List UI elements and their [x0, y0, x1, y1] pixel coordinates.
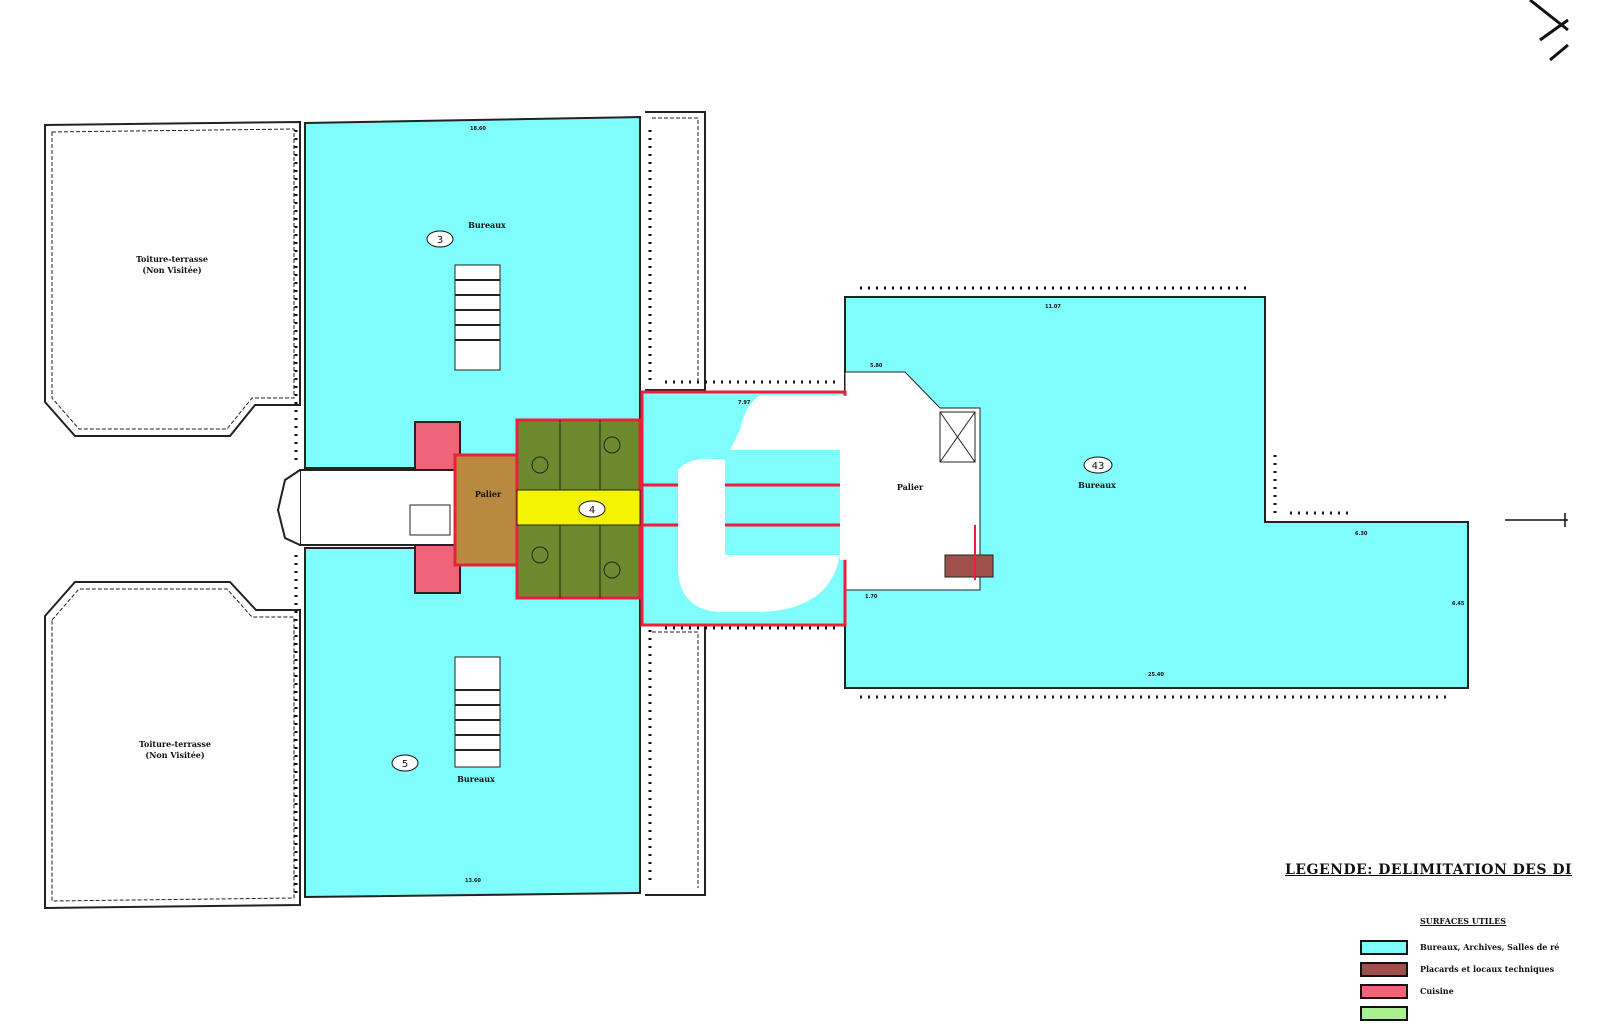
watermark-logo [678, 395, 892, 612]
legend-item-offices: Bureaux, Archives, Salles de ré [1360, 939, 1560, 955]
svg-text:25.40: 25.40 [1148, 672, 1164, 678]
section-arrow-icon [1505, 513, 1568, 527]
legend-swatch [1360, 1005, 1408, 1021]
room-numbers [391, 230, 1113, 772]
legend-item-other [1360, 1005, 1420, 1021]
room-number: 4 [589, 505, 595, 516]
legend-swatch [1360, 983, 1408, 999]
north-arrow-icon [1529, 0, 1569, 62]
office-label: Bureaux [457, 774, 495, 784]
landing-label: Palier [897, 482, 924, 492]
legend-swatch [1360, 939, 1408, 955]
legend-item-kitchen: Cuisine [1360, 983, 1454, 999]
legend-subtitle: SURFACES UTILES [1420, 916, 1507, 926]
svg-text:7.97: 7.97 [738, 400, 751, 406]
room-labels: Bureaux Bureaux Bureaux Palier Palier [457, 220, 1116, 784]
landing-label: Palier [475, 489, 502, 499]
terrace-note: (Non Visitée) [142, 265, 202, 275]
dimension-labels: 18.60 13.60 7.97 11.07 25.40 6.30 6.45 5… [465, 126, 1465, 884]
staircase-bottom [454, 656, 501, 768]
terrace-labels: Toiture-terrasse (Non Visitée) Toiture-t… [136, 254, 211, 760]
legend-item-technical: Placards et locaux techniques [1360, 961, 1555, 977]
svg-text:1.70: 1.70 [865, 594, 878, 600]
office-label: Bureaux [1078, 480, 1116, 490]
staircase-top [454, 264, 501, 371]
office-room-43 [844, 296, 1469, 689]
svg-text:11.07: 11.07 [1045, 304, 1061, 310]
svg-text:6.30: 6.30 [1355, 531, 1368, 537]
terrace-top-left [44, 120, 301, 437]
legend-label: Cuisine [1420, 986, 1454, 996]
legend-swatch [1360, 961, 1408, 977]
legend-label: Placards et locaux techniques [1420, 964, 1555, 974]
terrace-bottom-left [44, 581, 301, 910]
svg-text:6.45: 6.45 [1452, 601, 1465, 607]
legend-title: LEGENDE: DELIMITATION DES DI [1285, 862, 1573, 878]
room-number: 43 [1092, 461, 1105, 472]
facade-hatching [294, 130, 1450, 895]
office-label: Bureaux [468, 220, 506, 230]
svg-text:18.60: 18.60 [470, 126, 486, 132]
svg-text:13.60: 13.60 [465, 878, 481, 884]
svg-text:5.80: 5.80 [870, 363, 883, 369]
legend-label: Bureaux, Archives, Salles de ré [1420, 942, 1560, 952]
terrace-label: Toiture-terrasse [136, 254, 208, 264]
room-number: 5 [402, 759, 408, 770]
room-number: 3 [437, 235, 443, 246]
terrace-label: Toiture-terrasse [139, 739, 211, 749]
terrace-note: (Non Visitée) [145, 750, 205, 760]
